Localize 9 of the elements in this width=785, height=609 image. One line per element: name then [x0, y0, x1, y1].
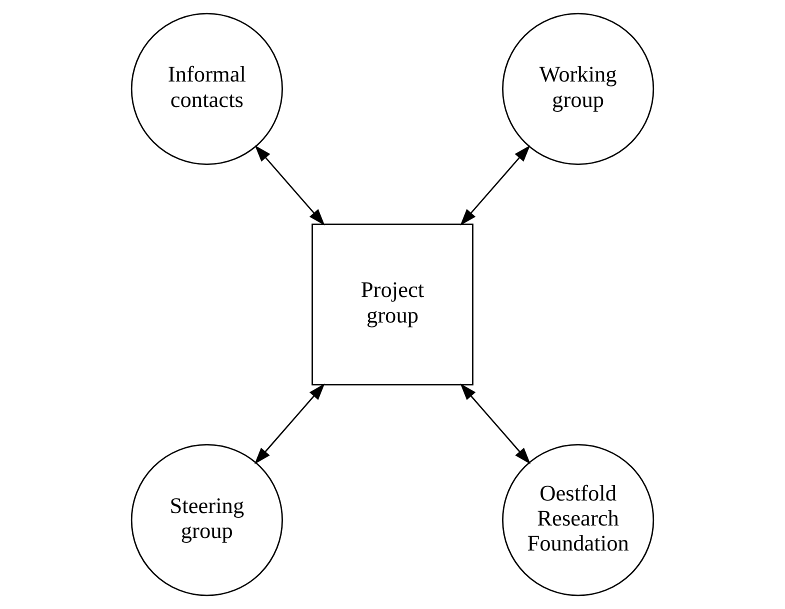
node-circle: Working group	[502, 12, 654, 165]
node-circle: Oestfold Research Foundation	[502, 444, 654, 596]
node-circle: Steering group	[130, 444, 283, 596]
node-circle: Informal contacts	[130, 12, 283, 165]
arrow	[254, 145, 325, 226]
arrow	[460, 145, 530, 226]
arrow	[254, 384, 325, 464]
node-box: Project group	[312, 224, 474, 386]
arrow	[460, 384, 531, 464]
